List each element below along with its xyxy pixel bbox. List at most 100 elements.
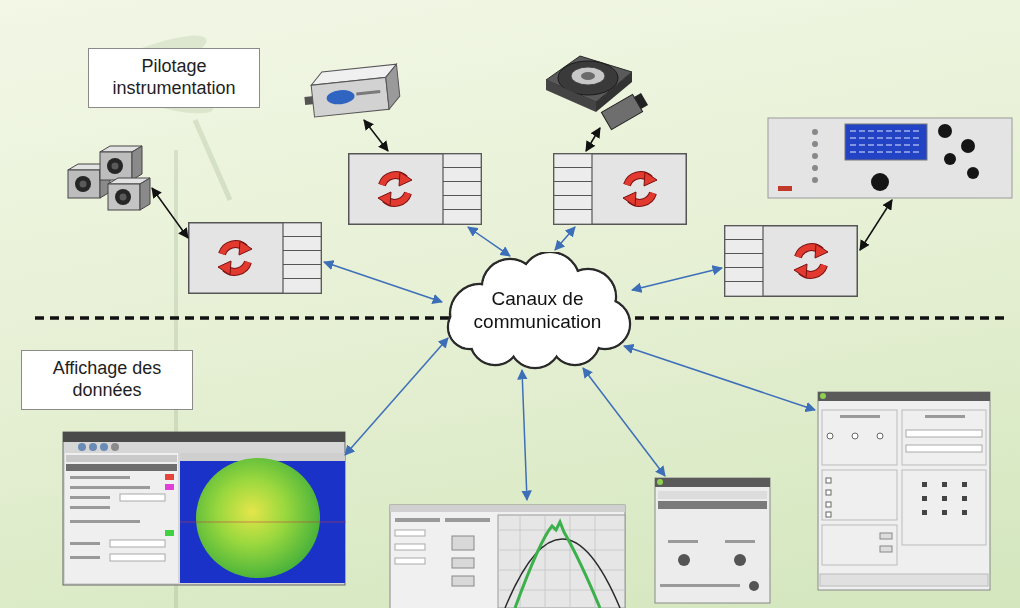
controller-panel-icon [845, 124, 927, 160]
section-label: Affichage des données [21, 350, 193, 410]
control-screenshot [734, 554, 746, 566]
camera-icons [140, 178, 150, 210]
camera-screenshot [65, 453, 178, 583]
camera-screenshot [165, 474, 174, 480]
spectrometer-icon [326, 89, 355, 106]
channel-links [324, 227, 815, 500]
rotation-stage-icon [634, 93, 648, 109]
camera-screenshot [70, 556, 100, 559]
settings-screenshot [826, 512, 831, 517]
camera-screenshot [63, 432, 345, 585]
settings-screenshot [822, 410, 897, 465]
controller-panel-icon [967, 167, 979, 179]
settings-screenshot [818, 392, 990, 401]
controller-panel-icon [944, 153, 956, 165]
plot-screenshot [395, 544, 425, 550]
camera-screenshot [110, 540, 165, 547]
plot-screenshot [452, 536, 474, 550]
controller-panel-icon [938, 124, 952, 138]
camera-screenshot [89, 443, 97, 451]
camera-screenshot [63, 432, 345, 442]
instrument-links [152, 120, 892, 250]
controller-panel-icon [850, 131, 922, 152]
settings-screenshot [922, 496, 927, 501]
settings-screenshot [922, 510, 927, 515]
device-server [349, 154, 482, 225]
plot-screenshot [505, 539, 620, 608]
settings-screenshot [826, 502, 831, 507]
settings-screenshot [902, 470, 986, 545]
spectrometer-icon [311, 77, 389, 117]
channel-links [555, 227, 575, 250]
controller-panel-icon [961, 139, 975, 153]
plot-screenshot [498, 515, 625, 608]
rotation-stage-icon [546, 56, 650, 130]
settings-screenshot [840, 415, 880, 418]
settings-screenshot [942, 510, 947, 515]
plot-screenshot [452, 558, 474, 568]
camera-icons [68, 170, 100, 198]
node-label: Affichage des données [32, 358, 182, 401]
device-server [725, 226, 858, 297]
settings-screenshot [962, 496, 967, 501]
controller-panel-icon [768, 118, 1012, 198]
control-screenshot [725, 540, 755, 543]
settings-screenshot [818, 392, 990, 590]
settings-screenshot [962, 510, 967, 515]
plot-screenshot [498, 515, 625, 608]
camera-icons [80, 181, 87, 188]
control-screenshot [655, 478, 770, 603]
instrument-links [364, 120, 388, 151]
camera-screenshot [70, 542, 100, 545]
instrument-links [152, 188, 188, 238]
plot-screenshot [390, 505, 625, 608]
plot-screenshot [395, 530, 425, 536]
camera-screenshot [100, 443, 108, 451]
camera-screenshot [78, 443, 86, 451]
settings-screenshot [852, 433, 858, 439]
control-screenshot [657, 479, 663, 485]
plot-screenshot [452, 576, 474, 586]
camera-screenshot [111, 443, 119, 451]
channel-links [624, 346, 815, 410]
control-screenshot [658, 501, 767, 509]
node-label: Canaux de communication [463, 288, 613, 334]
communication-cloud: Canaux de communication [440, 252, 635, 370]
camera-icons [107, 158, 123, 174]
section-label: Pilotage instrumentation [88, 48, 260, 108]
settings-screenshot [906, 445, 982, 452]
channel-links [632, 268, 722, 290]
channel-links [522, 370, 527, 500]
settings-screenshot [818, 392, 990, 590]
control-screenshot [660, 584, 740, 587]
control-screenshot [655, 478, 770, 603]
settings-screenshot [826, 490, 831, 495]
settings-screenshot [820, 574, 988, 586]
channel-links [468, 227, 510, 256]
camera-screenshot [196, 458, 320, 578]
camera-screenshot [66, 455, 177, 462]
settings-screenshot [902, 410, 986, 465]
settings-screenshot [962, 482, 967, 487]
controller-panel-icon [812, 165, 818, 171]
camera-icons [115, 189, 131, 205]
camera-screenshot [70, 476, 130, 479]
channel-links [583, 368, 665, 476]
rotation-stage-icon [571, 67, 605, 85]
control-screenshot [678, 554, 690, 566]
settings-screenshot [822, 470, 897, 520]
control-screenshot [668, 540, 698, 543]
camera-icons [68, 146, 150, 210]
controller-panel-icon [812, 141, 818, 147]
controller-panel-icon [812, 177, 818, 183]
settings-screenshot [822, 525, 897, 565]
settings-screenshot [820, 393, 826, 399]
instrument-links [860, 200, 892, 250]
settings-screenshot [827, 433, 833, 439]
settings-screenshot [942, 496, 947, 501]
camera-icons [108, 178, 150, 210]
device-server [554, 154, 687, 225]
spectrometer-icon [302, 64, 401, 118]
camera-icons [75, 176, 91, 192]
